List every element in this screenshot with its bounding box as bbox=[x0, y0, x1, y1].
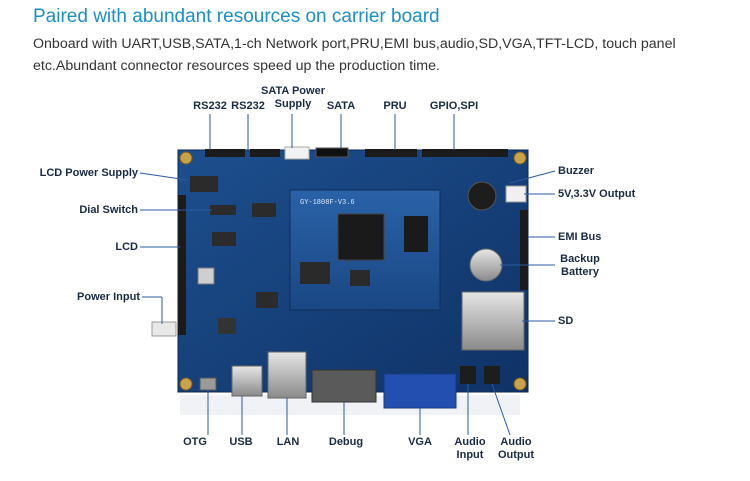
label-lan: LAN bbox=[276, 436, 300, 448]
power-output-connector bbox=[505, 185, 527, 203]
mount-hole-tl bbox=[179, 151, 193, 165]
label-backup-battery: Backup Battery bbox=[560, 253, 600, 278]
label-sata-power: SATA Power Supply bbox=[261, 85, 325, 110]
sd-slot bbox=[461, 291, 525, 351]
label-emi-bus: EMI Bus bbox=[558, 231, 602, 243]
leader-lines bbox=[139, 114, 556, 436]
mount-hole-bl bbox=[179, 377, 193, 391]
audio-output-jack bbox=[484, 366, 500, 384]
label-gpio-spi: GPIO,SPI bbox=[429, 100, 479, 112]
label-debug: Debug bbox=[328, 436, 364, 448]
module-chip bbox=[300, 262, 330, 284]
lcd-header bbox=[178, 195, 186, 335]
label-audio-output: Audio Output bbox=[497, 436, 535, 461]
power-jack bbox=[197, 267, 215, 285]
label-vga: VGA bbox=[408, 436, 432, 448]
otg-connector bbox=[199, 377, 217, 391]
mount-hole-tr bbox=[513, 151, 527, 165]
backup-battery bbox=[469, 248, 503, 282]
power-input-connector bbox=[151, 321, 177, 337]
label-lcd: LCD bbox=[115, 241, 138, 253]
chip-a bbox=[252, 203, 276, 217]
label-buzzer: Buzzer bbox=[558, 165, 595, 177]
label-power-input: Power Input bbox=[77, 291, 140, 303]
buzzer bbox=[467, 181, 497, 211]
page-title: Paired with abundant resources on carrie… bbox=[33, 6, 440, 27]
audio-input-jack bbox=[460, 366, 476, 384]
label-dial-switch: Dial Switch bbox=[79, 204, 138, 216]
label-lcd-power: LCD Power Supply bbox=[39, 167, 138, 179]
inductor bbox=[218, 318, 236, 334]
label-otg: OTG bbox=[183, 436, 207, 448]
rs232-header-a bbox=[205, 149, 245, 157]
usb-connector bbox=[231, 365, 263, 397]
label-audio-input: Audio Input bbox=[454, 436, 486, 461]
sata-connector bbox=[315, 147, 349, 158]
label-pru: PRU bbox=[383, 100, 407, 112]
label-rs232-b: RS232 bbox=[231, 100, 265, 112]
vga-connector bbox=[383, 373, 457, 409]
page-description: Onboard with UART,USB,SATA,1-ch Network … bbox=[33, 36, 676, 74]
debug-connector bbox=[311, 369, 377, 403]
label-usb: USB bbox=[229, 436, 253, 448]
pru-header bbox=[365, 149, 417, 157]
label-sata: SATA bbox=[326, 100, 356, 112]
dial-switch bbox=[210, 205, 236, 215]
chip-c bbox=[256, 292, 278, 308]
module-silkscreen: GY-1808F-V3.6 bbox=[300, 199, 355, 207]
label-rs232-a: RS232 bbox=[193, 100, 227, 112]
module-chip-2 bbox=[350, 270, 370, 286]
cpu-chip bbox=[337, 213, 385, 261]
emi-bus-header bbox=[520, 210, 528, 290]
lan-connector bbox=[267, 351, 307, 399]
chip-b bbox=[212, 232, 236, 246]
sata-power-connector bbox=[284, 146, 310, 160]
lcd-power-chip bbox=[190, 176, 218, 192]
mount-hole-br bbox=[513, 377, 527, 391]
rs232-header-b bbox=[250, 149, 280, 157]
label-output: 5V,3.3V Output bbox=[558, 188, 636, 200]
label-sd: SD bbox=[558, 315, 574, 327]
gpio-spi-header bbox=[422, 149, 508, 157]
memory-chip bbox=[404, 216, 428, 252]
